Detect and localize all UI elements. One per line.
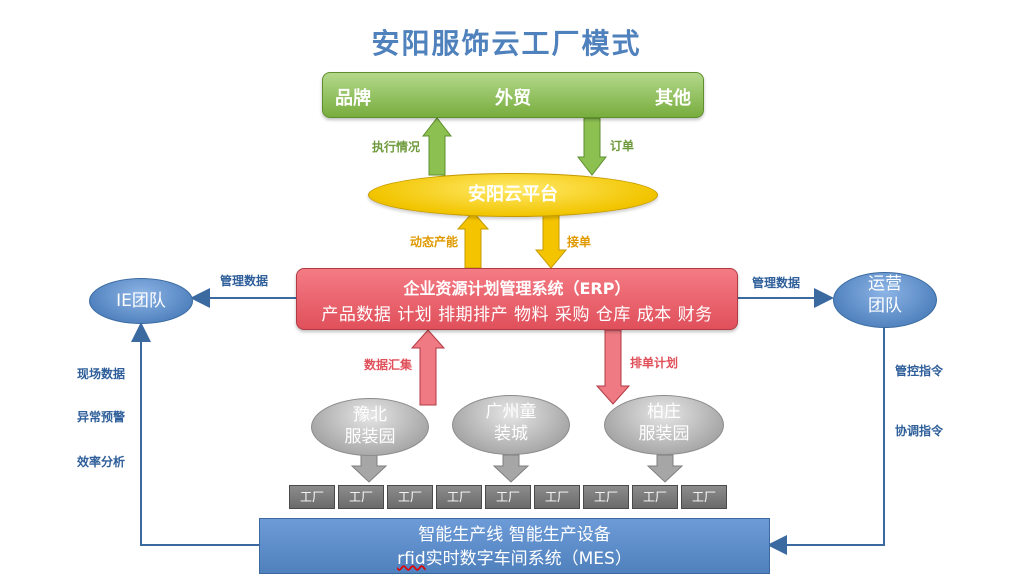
- mes-line1: 智能生产线 智能生产设备: [418, 525, 611, 545]
- park2-arrow: [492, 454, 530, 483]
- accept-order-arrow: [534, 213, 568, 269]
- foreign-trade-label: 外贸: [495, 88, 531, 109]
- mgmt-data-left-label: 管理数据: [220, 274, 269, 288]
- erp-modules: 产品数据 计划 排期排产 物料 采购 仓库 成本 财务: [321, 305, 713, 325]
- mes-line2: rfid实时数字车间系统（MES）: [260, 547, 769, 571]
- control-cmd-label: 管控指令: [895, 364, 944, 378]
- erp-box: 企业资源计划管理系统（ERP） 产品数据 计划 排期排产 物料 采购 仓库 成本…: [296, 268, 738, 330]
- park-name-line1: 广州童: [485, 402, 537, 422]
- mes-box: 智能生产线 智能生产设备 rfid实时数字车间系统（MES）: [259, 518, 770, 574]
- schedule-plan-label: 排单计划: [630, 356, 679, 370]
- park-yubei: 豫北 服装园: [311, 398, 429, 456]
- park-baizhuang: 柏庄 服装园: [604, 395, 724, 455]
- ops-team-line1: 运营: [868, 274, 902, 294]
- exec-status-label: 执行情况: [372, 140, 421, 154]
- erp-title: 企业资源计划管理系统（ERP）: [403, 279, 631, 298]
- park-name-line1: 柏庄: [647, 402, 681, 422]
- ops-team-node: 运营 团队: [833, 272, 937, 328]
- factory-3: 工厂: [387, 485, 433, 509]
- factory-2: 工厂: [338, 485, 384, 509]
- factory-9: 工厂: [681, 485, 727, 509]
- data-collect-arrow: [410, 329, 446, 406]
- factory-5: 工厂: [485, 485, 531, 509]
- ie-team-node: IE团队: [89, 278, 193, 324]
- diagram-title: 安阳服饰云工厂模式: [371, 27, 642, 60]
- anomaly-alert-label: 异常预警: [77, 410, 126, 424]
- dynamic-capacity-label: 动态产能: [410, 235, 459, 249]
- cloud-platform: 安阳云平台: [368, 173, 658, 217]
- brand-label: 品牌: [335, 88, 371, 109]
- exec-status-arrow: [421, 117, 453, 176]
- park-name-line2: 服装园: [638, 424, 690, 444]
- field-data-label: 现场数据: [77, 367, 126, 381]
- dynamic-capacity-arrow: [456, 211, 490, 269]
- customer-bar: 品牌 外贸 其他: [322, 72, 704, 118]
- park-name-line1: 豫北: [353, 405, 387, 425]
- data-collect-label: 数据汇集: [364, 358, 413, 372]
- factory-6: 工厂: [534, 485, 580, 509]
- order-arrow: [576, 117, 608, 176]
- accept-order-label: 接单: [567, 235, 592, 249]
- park1-arrow: [350, 454, 388, 483]
- other-label: 其他: [655, 88, 691, 109]
- park-name-line2: 服装园: [344, 427, 396, 447]
- mes-to-ie-line: [131, 322, 259, 546]
- ops-to-mes-line: [767, 328, 885, 555]
- schedule-plan-arrow: [595, 329, 631, 405]
- park3-arrow: [646, 454, 684, 483]
- factory-7: 工厂: [583, 485, 629, 509]
- order-label: 订单: [610, 139, 635, 153]
- factory-8: 工厂: [632, 485, 678, 509]
- park-guangzhou: 广州童 装城: [452, 395, 570, 455]
- factory-1: 工厂: [289, 485, 335, 509]
- coord-cmd-label: 协调指令: [895, 424, 944, 438]
- mes-rfid: rfid: [397, 549, 426, 569]
- park-name-line2: 装城: [494, 424, 528, 444]
- factory-4: 工厂: [436, 485, 482, 509]
- efficiency-label: 效率分析: [77, 455, 126, 469]
- mgmt-data-right-label: 管理数据: [752, 276, 801, 290]
- ops-team-line2: 团队: [868, 296, 902, 316]
- mes-line2-rest: 实时数字车间系统（MES）: [425, 549, 632, 569]
